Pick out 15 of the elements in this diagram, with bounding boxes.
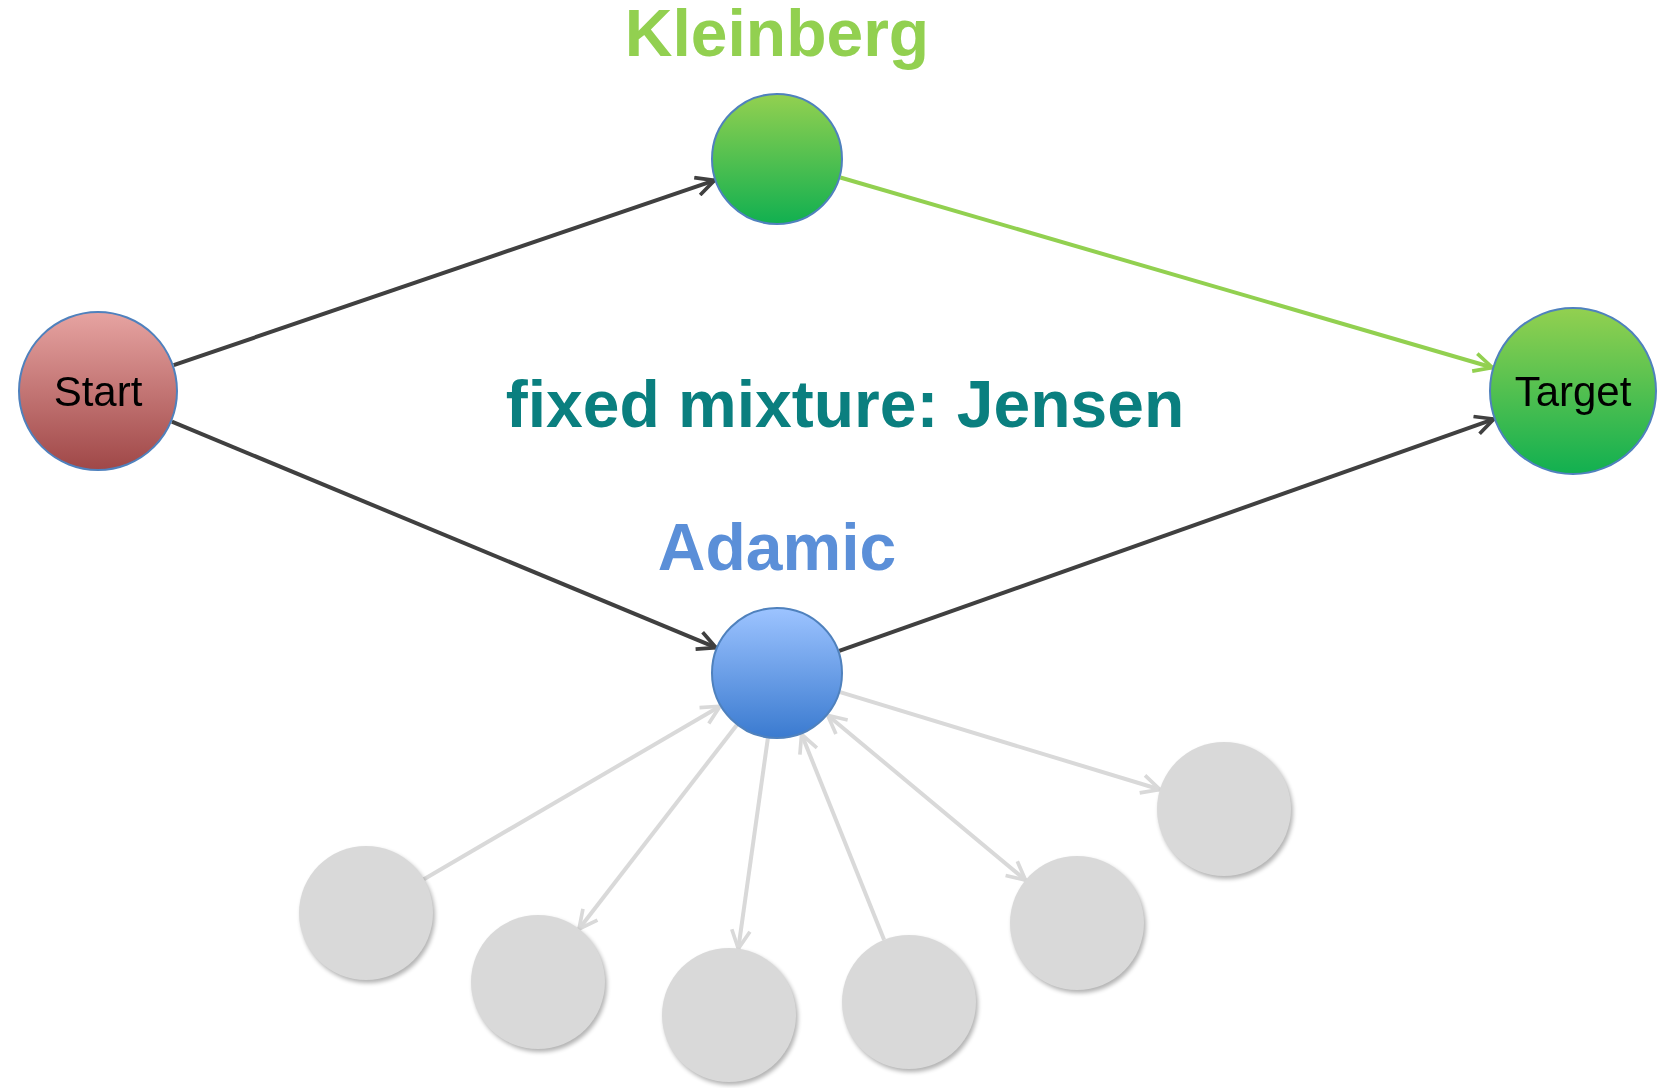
arrow xyxy=(838,414,1496,653)
arrow xyxy=(422,704,722,881)
arrow xyxy=(798,732,886,941)
arrow xyxy=(825,713,1028,882)
node-heading: Kleinberg xyxy=(624,0,930,72)
arrow xyxy=(577,724,739,931)
arrow xyxy=(839,175,1495,373)
arrow xyxy=(839,690,1162,795)
annotation-text: fixed mixture: Jensen xyxy=(504,366,1186,443)
arrow xyxy=(173,175,717,368)
node-label: Start xyxy=(53,366,143,417)
arrow xyxy=(729,738,770,951)
arrow xyxy=(171,419,718,651)
node-heading: Adamic xyxy=(657,509,897,586)
node-label: Target xyxy=(1514,366,1632,417)
